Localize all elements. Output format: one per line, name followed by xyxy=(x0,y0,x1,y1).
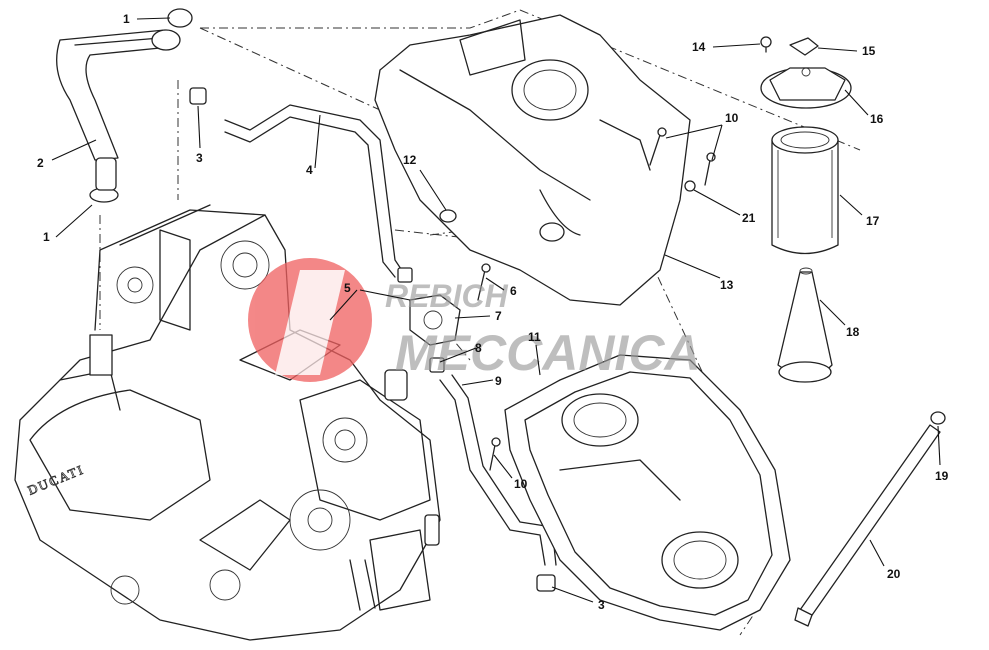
bolts xyxy=(477,36,772,471)
air-filter xyxy=(771,126,839,255)
filter-cover xyxy=(760,37,852,109)
callout-5: 5 xyxy=(344,281,351,295)
callout-20: 20 xyxy=(887,567,901,581)
intake-funnel xyxy=(777,267,833,383)
callout-8: 8 xyxy=(475,341,482,355)
callout-11: 11 xyxy=(528,330,541,344)
callout-10-lower: 10 xyxy=(514,477,528,491)
callout-13: 13 xyxy=(720,278,734,292)
callout-6: 6 xyxy=(510,284,517,298)
callout-1: 1 xyxy=(123,12,130,26)
leader-lines xyxy=(51,17,941,603)
callout-18: 18 xyxy=(846,325,860,339)
callout-14: 14 xyxy=(692,40,706,54)
vent-tube xyxy=(439,379,546,566)
hose-clamp-top xyxy=(167,8,193,28)
watermark-line2: MECCANICA xyxy=(395,325,701,381)
fitting-top xyxy=(189,87,207,105)
callout-12: 12 xyxy=(403,153,417,167)
callout-2: 2 xyxy=(37,156,44,170)
watermark: REBICH MECCANICA xyxy=(248,258,701,382)
callout-9: 9 xyxy=(495,374,502,388)
callout-15: 15 xyxy=(862,44,876,58)
airbox-base xyxy=(504,354,791,631)
callout-numbers: 1 1 2 3 3 4 5 6 7 8 9 10 10 11 12 13 14 … xyxy=(37,12,949,612)
engine-block: DUCATI xyxy=(14,204,441,641)
callout-17: 17 xyxy=(866,214,880,228)
callout-4: 4 xyxy=(306,163,313,177)
watermark-line1: REBICH xyxy=(385,278,509,314)
callout-3: 3 xyxy=(196,151,203,165)
fitting-bottom xyxy=(536,574,556,592)
airbox-cover xyxy=(374,14,691,306)
drain-tube-upper xyxy=(224,104,406,276)
callout-10: 10 xyxy=(725,111,739,125)
callout-7: 7 xyxy=(495,309,502,323)
callout-1-lower: 1 xyxy=(43,230,50,244)
callout-16: 16 xyxy=(870,112,884,126)
grommet xyxy=(439,209,457,223)
callout-3-lower: 3 xyxy=(598,598,605,612)
washer xyxy=(684,180,696,192)
callout-19: 19 xyxy=(935,469,949,483)
callout-21: 21 xyxy=(742,211,756,225)
drain-rod xyxy=(794,411,946,627)
breather-hose-assembly xyxy=(56,8,193,203)
